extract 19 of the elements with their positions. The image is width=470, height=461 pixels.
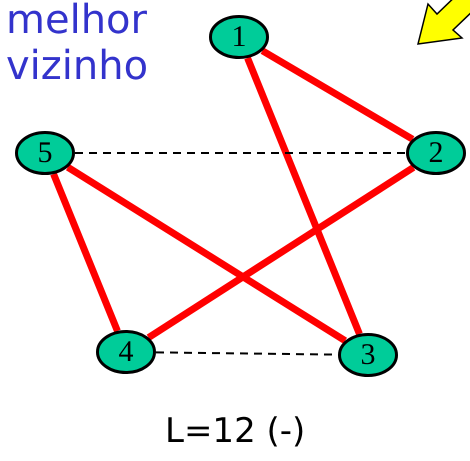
edge-line	[66, 164, 348, 344]
heading-text: vizinho	[6, 46, 148, 86]
node-number: 2	[428, 138, 444, 168]
node-ellipse	[96, 330, 156, 374]
dashed-line	[75, 152, 406, 154]
heading-text: melhor	[6, 0, 147, 40]
tour-length-label: L=12 (-)	[165, 414, 306, 448]
node-ellipse	[15, 131, 75, 175]
node-number: 3	[360, 340, 376, 370]
edge-line	[260, 48, 414, 142]
node-ellipse	[338, 333, 398, 377]
node-number: 5	[38, 138, 52, 168]
node-ellipse	[406, 131, 466, 175]
edge-line	[244, 56, 363, 336]
edge-line	[146, 164, 416, 340]
node-ellipse	[209, 15, 269, 59]
edge-line	[50, 172, 121, 332]
node-number: 1	[232, 22, 246, 52]
node-number: 4	[118, 337, 134, 367]
